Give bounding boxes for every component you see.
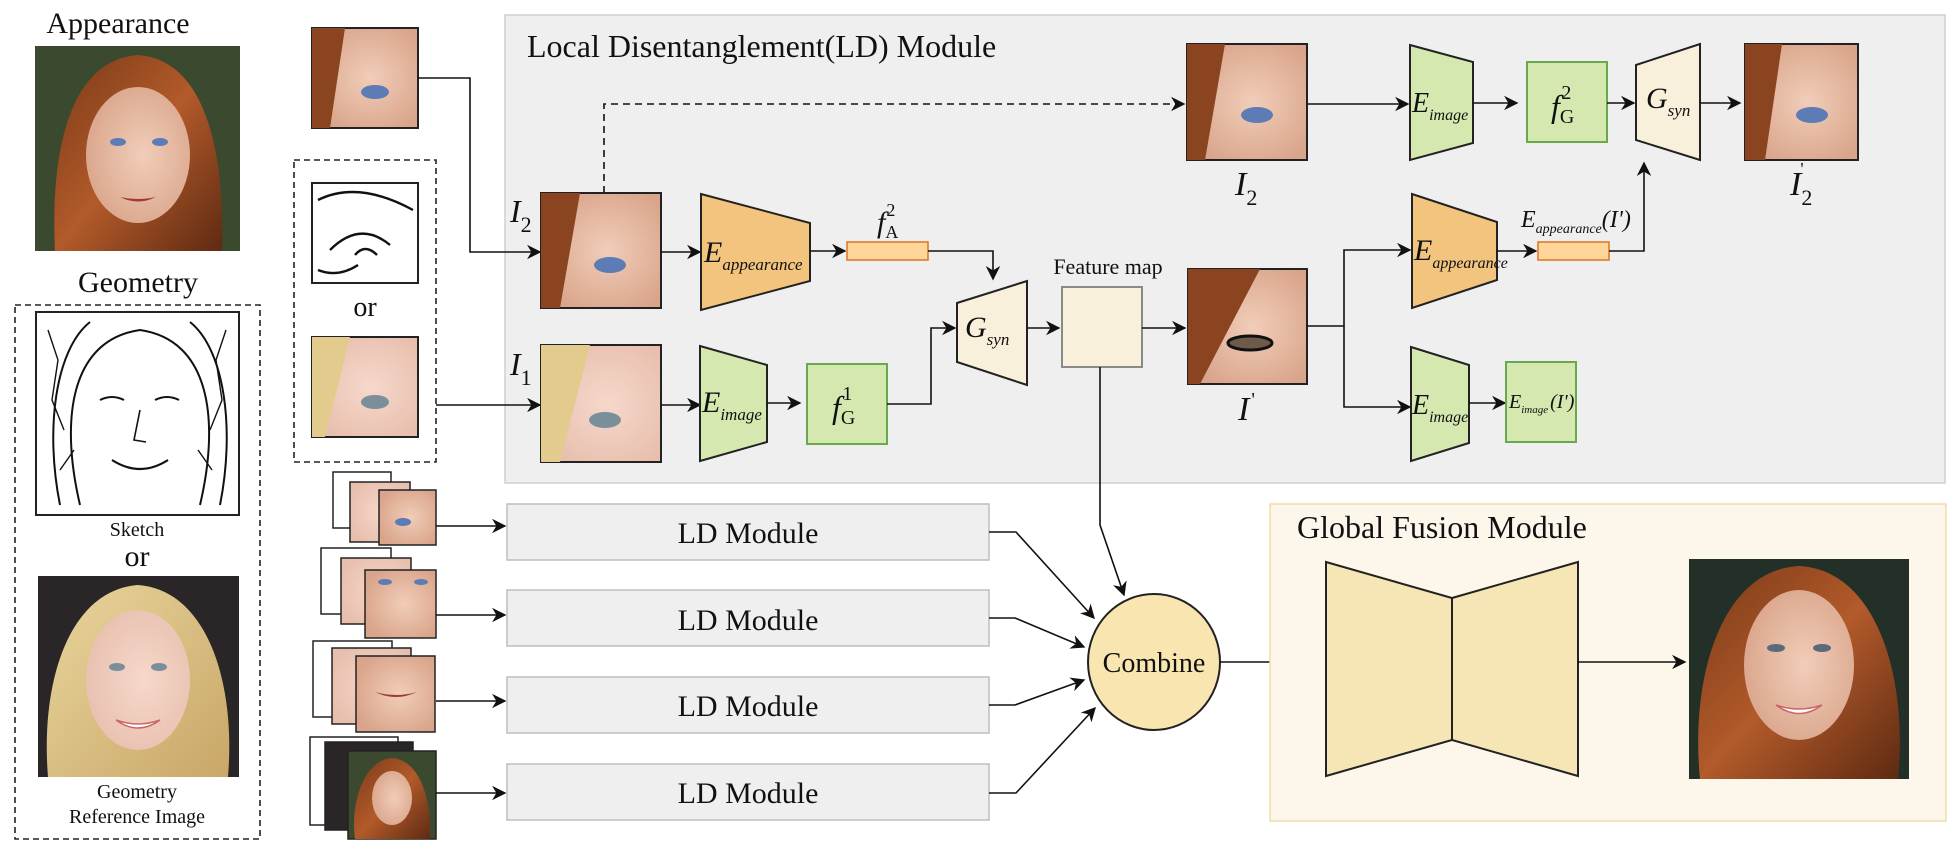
- feature-map-label: Feature map: [1053, 254, 1162, 279]
- global-fusion-title: Global Fusion Module: [1297, 509, 1587, 545]
- image-encoder-top: Eimage: [1409, 43, 1474, 162]
- geometry-reference-image: [38, 576, 239, 777]
- gsyn-generator: Gsyn: [956, 279, 1028, 387]
- svg-text:Eimage: Eimage: [701, 386, 762, 424]
- sketch-label: Sketch: [110, 519, 164, 541]
- svg-text:Combine: Combine: [1103, 648, 1206, 679]
- patch-stack-eyes: [332, 471, 437, 546]
- ld-module-row-4: [506, 763, 990, 821]
- appearance-label: Appearance: [46, 7, 189, 40]
- ld-module-stack: LD Module LD Module LD Module LD Module: [506, 503, 990, 821]
- left-panel: Appearance Geometry Sketch or: [14, 7, 261, 840]
- appearance-encoder-right: Eappearance: [1411, 192, 1508, 310]
- svg-text:Eappearance: Eappearance: [703, 236, 803, 274]
- geometry-ref-label-line2: Reference Image: [69, 806, 205, 828]
- ld-module-row-1-label: LD Module: [678, 517, 819, 550]
- appearance-encoder: Eappearance: [700, 192, 811, 312]
- geometry-input-dashed-box: [293, 159, 437, 463]
- sketch-patch-input: [311, 182, 419, 284]
- geometry-label: Geometry: [78, 266, 198, 299]
- i2-prime-label: I2': [1789, 159, 1812, 210]
- ld-module-row-2-label: LD Module: [678, 604, 819, 637]
- i2-top-label: I2: [1234, 166, 1257, 210]
- ld-module-row-4-label: LD Module: [678, 777, 819, 810]
- image-encoder: Eimage: [699, 344, 768, 463]
- eapp-iprime-label: Eappearance(I'): [1520, 207, 1631, 237]
- i2-label: I2: [509, 193, 532, 237]
- i-prime-patch: [1187, 268, 1308, 385]
- combine-node: Combine: [1087, 593, 1221, 731]
- i1-label: I1: [509, 346, 532, 390]
- svg-text:Gsyn: Gsyn: [1646, 82, 1690, 120]
- ld-module-row-1: [506, 503, 990, 561]
- geometry-dashed-box: [14, 304, 261, 840]
- eimg-iprime-box: Eimage(I'): [1505, 361, 1577, 443]
- reference-patch-input: [311, 336, 419, 438]
- image-encoder-right: Eimage: [1410, 345, 1470, 463]
- ld-module-row-3-label: LD Module: [678, 690, 819, 723]
- ld-module-row-3: [506, 676, 990, 734]
- ld-module-title: Local Disentanglement(LD) Module: [527, 28, 996, 64]
- i-prime-label: I': [1237, 389, 1255, 428]
- fg2-box: fG2: [1526, 61, 1608, 143]
- final-output-image: [1689, 559, 1909, 779]
- svg-text:Eimage(I'): Eimage(I'): [1508, 391, 1575, 416]
- feature-map-box: [1061, 286, 1143, 368]
- svg-text:Eappearance: Eappearance: [1413, 234, 1508, 272]
- svg-text:fG2: fG2: [1551, 82, 1574, 128]
- or-label: or: [125, 540, 150, 573]
- i2-patch: [540, 192, 662, 309]
- patch-stack-mouth: [312, 640, 436, 733]
- input-or-label: or: [353, 292, 377, 323]
- svg-text:Gsyn: Gsyn: [965, 311, 1009, 349]
- sketch-image: [35, 311, 240, 516]
- i1-patch: [540, 344, 662, 463]
- fg1-box: fG1: [806, 363, 888, 445]
- appearance-reference-image: [35, 46, 240, 251]
- ld-module-row-2: [506, 589, 990, 647]
- fusion-encoder-decoder: [1325, 560, 1579, 778]
- geometry-ref-label-line1: Geometry: [97, 781, 177, 803]
- i2-top-patch: [1186, 43, 1308, 161]
- appearance-patch-input: [311, 27, 419, 129]
- patch-stack-face: [309, 736, 437, 840]
- svg-text:Eimage: Eimage: [1411, 88, 1468, 124]
- svg-text:fG1: fG1: [832, 383, 855, 429]
- fa2-feature-bar: [846, 241, 929, 261]
- i2-prime-output-patch: [1744, 43, 1859, 161]
- patch-stack-nose: [320, 547, 437, 639]
- svg-text:Eimage: Eimage: [1411, 390, 1468, 426]
- eapp-iprime-bar: [1537, 241, 1610, 261]
- gsyn-generator-top: Gsyn: [1635, 42, 1701, 162]
- fa2-label: fA2: [877, 200, 898, 242]
